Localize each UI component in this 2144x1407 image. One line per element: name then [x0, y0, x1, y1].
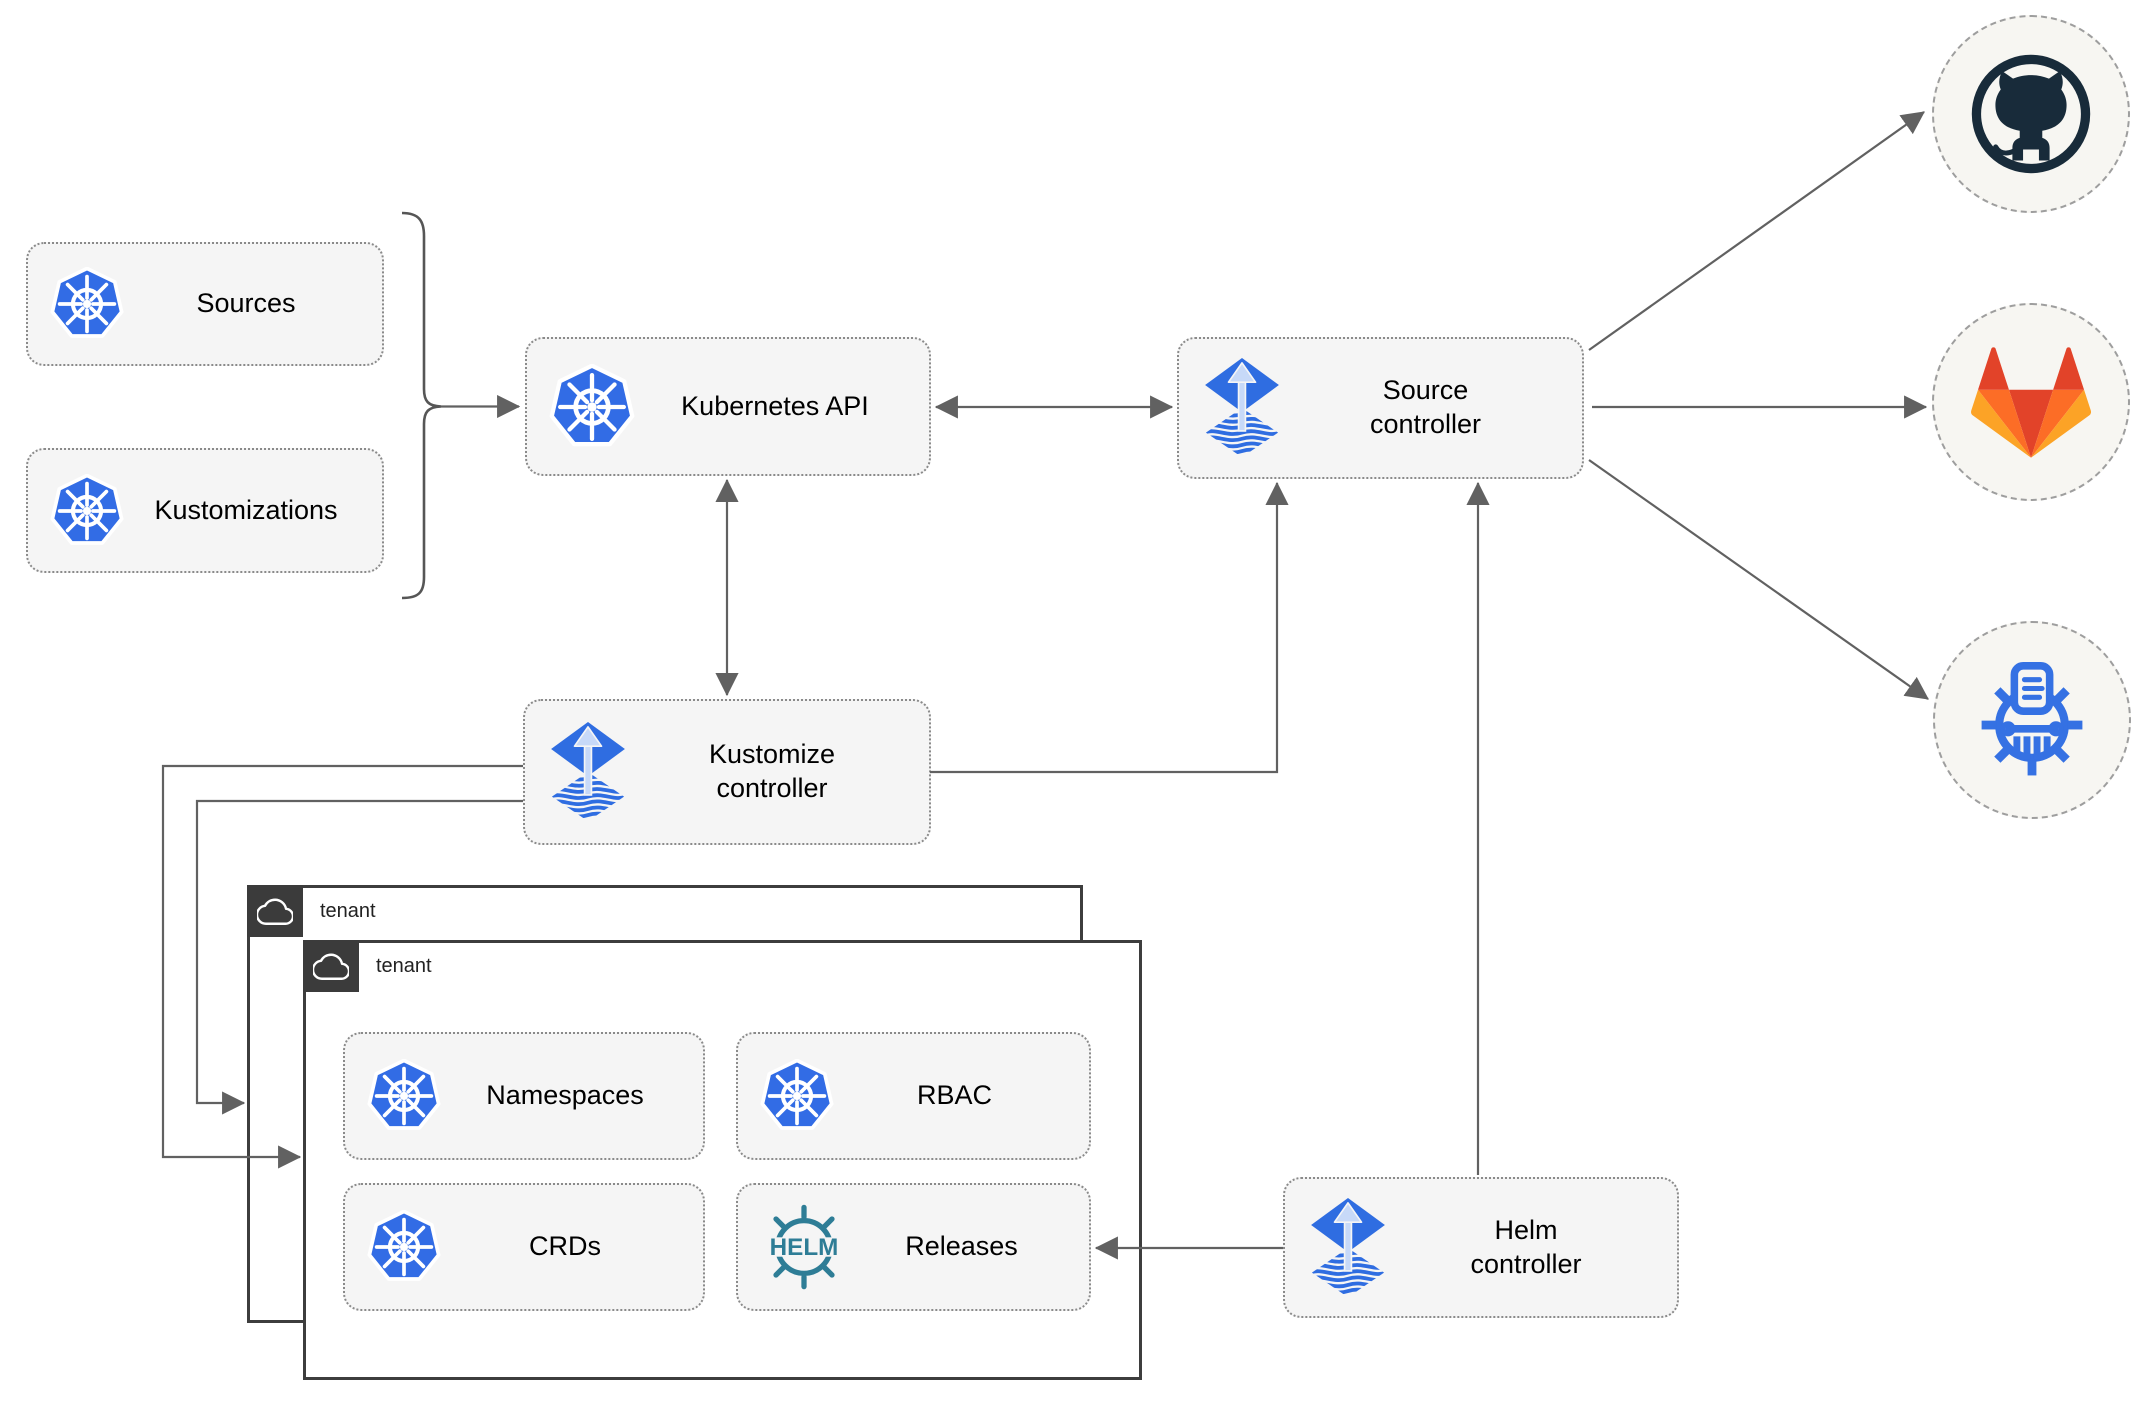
node-label: CRDs — [529, 1231, 601, 1262]
node-label: Sources — [196, 288, 296, 319]
node-label: Releases — [905, 1231, 1018, 1262]
helm-wordmark: HELM — [770, 1234, 839, 1261]
node-source-controller: Source controller — [1177, 337, 1584, 479]
registry-icon — [1969, 657, 2095, 783]
helm-icon: HELM — [761, 1204, 847, 1290]
external-github — [1932, 15, 2130, 213]
tenant-group-label: tenant — [320, 900, 376, 922]
node-label: Kustomize controller — [708, 739, 836, 803]
node-crds: CRDs — [343, 1183, 705, 1311]
external-gitlab — [1932, 303, 2130, 501]
kubernetes-icon — [549, 364, 635, 450]
node-kubernetes-api: Kubernetes API — [525, 337, 931, 476]
gitlab-icon — [1971, 347, 2091, 458]
cloud-icon — [257, 896, 293, 926]
node-label: Helm controller — [1470, 1214, 1582, 1279]
flux-icon — [1201, 357, 1283, 459]
node-rbac: RBAC — [736, 1032, 1091, 1160]
bracket-sources-group — [401, 211, 442, 600]
flux-icon — [547, 721, 629, 823]
node-label: Source controller — [1369, 375, 1482, 439]
node-sources: Sources — [26, 242, 384, 366]
kubernetes-icon — [367, 1210, 441, 1284]
node-label: Kustomizations — [154, 494, 338, 525]
tenant-tab — [303, 940, 359, 992]
tenant-group-label: tenant — [376, 955, 432, 977]
cloud-icon — [313, 951, 349, 981]
kubernetes-icon — [760, 1059, 834, 1133]
flux-icon — [1307, 1197, 1389, 1299]
node-label: Namespaces — [486, 1080, 644, 1111]
node-kustomize-controller: Kustomize controller — [523, 699, 931, 845]
node-kustomizations: Kustomizations — [26, 448, 384, 573]
node-releases: HELM Releases — [736, 1183, 1091, 1311]
kubernetes-icon — [50, 474, 124, 548]
node-label: Kubernetes API — [681, 390, 869, 421]
edge-source-to-github — [1588, 111, 1925, 351]
github-icon — [1969, 52, 2093, 176]
external-artifact-registry — [1933, 621, 2131, 819]
node-helm-controller: Helm controller — [1283, 1177, 1679, 1318]
kubernetes-icon — [367, 1059, 441, 1133]
tenant-tab — [247, 885, 303, 937]
node-label: RBAC — [916, 1080, 992, 1111]
edge-kustomize-to-source — [930, 481, 1289, 774]
tenant-group-inner: tenant — [303, 940, 1142, 1380]
edge-source-to-registry — [1588, 459, 1929, 700]
node-namespaces: Namespaces — [343, 1032, 705, 1160]
kubernetes-icon — [50, 267, 124, 341]
